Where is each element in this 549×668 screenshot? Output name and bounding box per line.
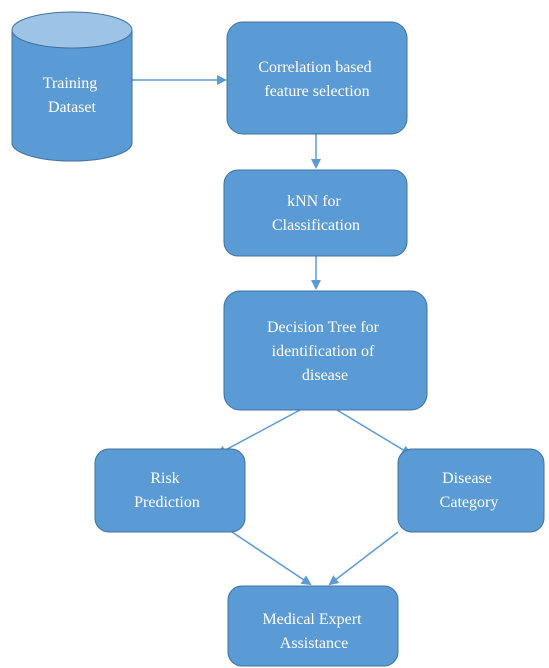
svg-text:Medical Expert Assistanc: Medical Expert Assistance — [262, 611, 365, 652]
node-label-line: feature selection — [264, 83, 369, 100]
node-decision-tree: Decision Tree for identification of dise… — [223, 290, 428, 411]
node-label-line: Assistance — [280, 635, 348, 652]
node-risk-prediction: Risk Prediction — [94, 448, 246, 533]
node-knn-classification: kNN for Classification — [223, 169, 408, 257]
node-label-line: Dataset — [48, 99, 97, 116]
svg-text:kNN for Classification: kNN for Classification — [272, 193, 360, 234]
node-label-line: identification of — [272, 343, 375, 360]
edges-layer — [132, 75, 412, 586]
cylinder-body — [11, 30, 133, 162]
svg-text:Correlation based featur: Correlation based feature selection — [258, 59, 375, 100]
node-label-line: Correlation based — [258, 59, 371, 76]
node-label-line: Training — [43, 75, 98, 92]
node-label-line: Risk — [150, 470, 179, 487]
edge-disease-category-to-medical-expert — [328, 531, 399, 586]
node-label-line: Category — [440, 494, 499, 511]
node-label-line: Classification — [272, 217, 360, 234]
node-label-line: Disease — [442, 470, 492, 487]
svg-text:Disease Category: Disease Category — [440, 470, 499, 511]
node-disease-category: Disease Category — [397, 448, 545, 533]
node-medical-expert-assistance: Medical Expert Assistance — [227, 585, 399, 667]
node-label-line: disease — [302, 367, 348, 384]
node-label-line: Prediction — [134, 494, 200, 511]
node-label-line: Decision Tree for — [267, 319, 380, 336]
edge-decision-tree-to-disease-category — [336, 409, 412, 456]
edge-decision-tree-to-risk — [216, 409, 301, 455]
node-label-line: kNN for — [287, 193, 341, 210]
cylinder-top — [11, 11, 133, 49]
node-training-dataset: Training Dataset — [11, 11, 133, 162]
edge-risk-to-medical-expert — [231, 531, 312, 586]
svg-text:Decision Tree for identi: Decision Tree for identification of dise… — [267, 319, 383, 384]
node-correlation-feature-selection: Correlation based feature selection — [226, 21, 408, 135]
svg-text:Risk Prediction: Risk Prediction — [134, 470, 200, 511]
node-label-line: Medical Expert — [262, 611, 362, 628]
svg-text:Training Dataset: Training Dataset — [43, 75, 102, 116]
